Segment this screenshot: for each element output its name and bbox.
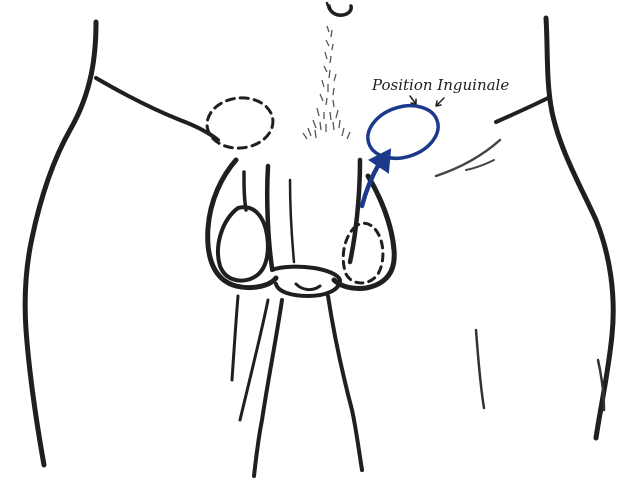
hair-line	[303, 26, 350, 139]
right-thigh-inner-1	[328, 296, 362, 470]
penis-shaft-line	[290, 180, 294, 262]
left-leg-lower	[254, 300, 282, 476]
label-leader-left	[410, 96, 416, 104]
navel	[329, 6, 351, 15]
penis-right-edge	[350, 160, 360, 262]
navel-mark	[327, 3, 329, 9]
label-leader-right	[436, 98, 444, 106]
annotation-label: Position Inguinale	[371, 76, 509, 94]
right-testis-empty-position	[343, 223, 383, 283]
left-inguinal-dashed	[205, 95, 276, 152]
left-waist-line	[96, 78, 218, 140]
ascent-arrow-shaft	[362, 162, 380, 206]
left-cord	[244, 172, 246, 210]
right-body-outline	[546, 18, 613, 438]
right-waist-line	[496, 98, 548, 122]
left-body-outline	[25, 22, 96, 465]
glans-tip	[296, 284, 320, 290]
left-thigh-inner-1	[232, 296, 238, 380]
left-testis	[218, 207, 268, 280]
right-thigh-shading	[476, 330, 484, 408]
inguinal-testis	[361, 97, 445, 167]
glans	[272, 267, 340, 296]
